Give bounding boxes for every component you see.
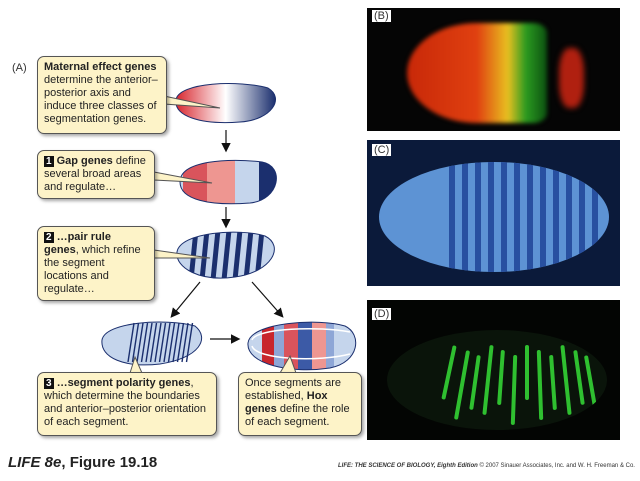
green-stripe (525, 345, 529, 400)
engrailed-stripe (592, 162, 598, 272)
photo-c-embryo: (C) (367, 140, 620, 286)
segment-polarity-stripe (181, 322, 189, 363)
pair-rule-stripe (232, 232, 243, 279)
pair-rule-stripe (188, 232, 199, 279)
pair-rule-embryo (176, 232, 275, 279)
panel-label-b: (B) (372, 10, 391, 22)
segment-polarity-stripe (136, 322, 144, 363)
segment-polarity-stripe (149, 322, 158, 363)
segment-polarity-stripe (163, 322, 171, 363)
engrailed-stripe (488, 162, 494, 272)
segment-polarity-stripe (167, 322, 176, 363)
engrailed-stripe (449, 162, 455, 272)
pair-rule-stripe (221, 232, 232, 279)
pair-rule-stripe (210, 232, 221, 279)
segment-polarity-stripe (131, 322, 140, 363)
panel-label-a: (A) (12, 62, 27, 74)
segment-polarity-stripe (127, 322, 135, 363)
maternal-embryo (175, 83, 276, 124)
pair-rule-stripe (254, 232, 265, 279)
hox-embryo (247, 322, 356, 370)
engrailed-stripe (579, 162, 585, 272)
callout-tails (129, 95, 297, 374)
segment-polarity-stripe (140, 322, 149, 363)
figure-caption: LIFE 8e, Figure 19.18 (8, 454, 158, 471)
panel-label-d: (D) (372, 308, 392, 320)
panel-label-c: (C) (372, 144, 392, 156)
engrailed-stripe (462, 162, 468, 272)
engrailed-stripe (501, 162, 507, 272)
photo-b-embryo: (B) (367, 8, 620, 131)
flow-arrows (170, 130, 284, 344)
segment-polarity-stripe (172, 322, 180, 363)
segment-polarity-stripe (185, 322, 194, 363)
pair-rule-stripe (243, 232, 254, 279)
engrailed-stripe (475, 162, 481, 272)
engrailed-stripe (566, 162, 572, 272)
segment-polarity-callout: 3…segment polarity genes, which determin… (37, 372, 217, 436)
engrailed-stripe (553, 162, 559, 272)
hox-genes-callout: Once segments are established, Hox genes… (238, 372, 362, 436)
engrailed-stripe (527, 162, 533, 272)
engrailed-stripe (514, 162, 520, 272)
engrailed-stripe (540, 162, 546, 272)
segment-polarity-stripe (176, 322, 185, 363)
segment-polarity-stripe (145, 322, 153, 363)
pair-rule-callout: 2…pair rule genes, which refine the segm… (37, 226, 155, 301)
segment-polarity-stripe (158, 322, 167, 363)
pair-rule-stripe (199, 232, 210, 279)
photo-d-embryo: (D) (367, 300, 620, 440)
segment-polarity-stripe (154, 322, 162, 363)
copyright-credit: LIFE: THE SCIENCE OF BIOLOGY, Eighth Edi… (338, 463, 635, 469)
